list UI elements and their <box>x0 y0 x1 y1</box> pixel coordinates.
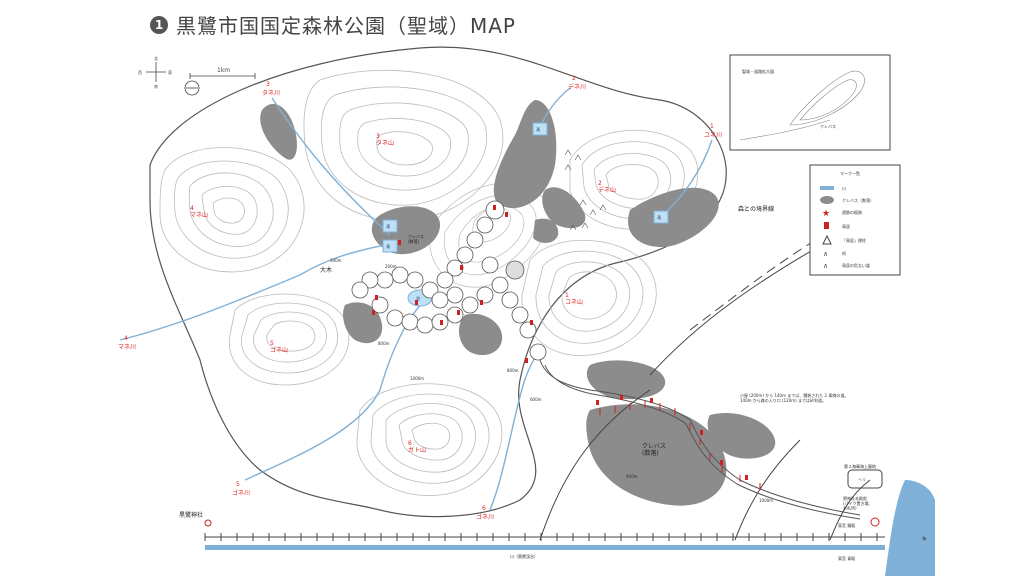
tane-river-label-num: 3 <box>266 81 270 88</box>
elev-300: 300m <box>330 258 342 263</box>
main-gate-note: 鷺神社本殿前(パイク置き場、お札所) <box>843 495 872 511</box>
tane-river <box>271 97 391 236</box>
legend-cliff-icon: ∧ <box>823 262 828 270</box>
gone-river-label-num: 5 <box>236 481 240 488</box>
river-bottom-label: 川（黒鷺渓谷） <box>510 553 538 559</box>
kone-contours <box>521 239 657 356</box>
bottom-river <box>205 545 885 550</box>
legend-warning-icon <box>822 234 832 245</box>
crevasse-small-label: クレバス(数落) <box>408 233 424 244</box>
legend-item-4: 「鳥居」標柱 <box>842 237 866 243</box>
compass-n: 北 <box>154 55 158 61</box>
ike-label: 池 <box>416 295 420 301</box>
gone2-river-label: ゴネ川 <box>476 513 494 521</box>
elev-800b: 800m <box>507 368 519 373</box>
taiboku-label: 大木 <box>320 266 332 274</box>
elev-800: 800m <box>378 341 390 346</box>
crevasse-areas <box>260 100 776 506</box>
legend-river-swatch <box>820 186 834 190</box>
gone-contours <box>228 293 350 386</box>
elev-1000b: 1000m <box>759 498 773 503</box>
dene-river-label: デネ川 <box>568 83 586 91</box>
taki-label-4: 滝 <box>386 243 390 249</box>
route-note: 小屋 (200m) から 140m までは、舗装された 2 車線の道。140m … <box>740 392 848 403</box>
legend-star-icon: ★ <box>822 209 830 219</box>
mane-river-label-num: 4 <box>124 335 128 342</box>
legend-item-2: 遺跡の痕跡 <box>842 209 862 215</box>
legend-shrine-icon: ∧ <box>823 250 828 258</box>
compass-e: 東 <box>168 69 172 75</box>
inset-map <box>739 70 865 141</box>
elev-200: 200m <box>385 264 397 269</box>
road <box>539 359 861 520</box>
taki-label-3: 滝 <box>386 223 390 229</box>
inset-title: 聖域・道路拡大図 <box>742 68 774 74</box>
cemetery-label: 第２海軍海上墓地 <box>844 463 876 469</box>
compass-w: 西 <box>138 70 142 75</box>
map-title: 1 黒鷺市国国定森林公園（聖域）MAP <box>150 10 516 39</box>
legend-item-0: 川 <box>842 186 846 191</box>
trail-circles <box>351 200 547 361</box>
red-markers <box>372 205 748 480</box>
elev-1000: 1000m <box>410 376 424 381</box>
gone-river <box>244 299 426 481</box>
mane-river-label: マネ川 <box>118 344 136 351</box>
inset-box <box>729 54 891 151</box>
gate-marker <box>870 517 880 527</box>
sea-label: 海 <box>922 535 926 541</box>
shrine-label: 黒鷺神社 <box>179 511 203 519</box>
elev-600: 600m <box>530 397 542 402</box>
inset-label: クレバス <box>820 123 836 129</box>
yune-river-label: ユネ川 <box>704 132 722 139</box>
tane-river-label: タネ川 <box>262 89 280 97</box>
legend-box <box>809 164 901 276</box>
scale-label: 1km <box>217 67 230 74</box>
east-gate-note: 東宮 鏡殿 <box>838 522 855 528</box>
yune-river-label-num: 1 <box>710 123 714 130</box>
peak-markers <box>564 149 607 231</box>
compass <box>146 62 256 96</box>
fence-stakes <box>599 401 761 490</box>
taki-label-2: 滝 <box>657 214 661 220</box>
gato-contours <box>356 383 503 496</box>
heli-pad <box>847 469 883 489</box>
crevasse-label: クレバス(数落) <box>642 443 666 457</box>
ruler-ticks <box>204 533 878 541</box>
mane-river <box>119 244 386 341</box>
sea <box>885 480 935 576</box>
elev-900: 900m <box>626 474 638 479</box>
gone2-river <box>489 349 541 511</box>
legend-torii-icon <box>824 222 829 229</box>
title-text: 黒鷺市国国定森林公園（聖域）MAP <box>176 14 516 38</box>
shrine-marker <box>204 519 212 527</box>
park-boundary <box>149 46 727 518</box>
forest-border-label: 森との境界線 <box>738 205 774 213</box>
compass-s: 南 <box>154 83 158 89</box>
legend-crevasse-swatch <box>820 196 834 204</box>
legend-item-5: 祠 <box>842 250 846 256</box>
legend-item-1: クレバス（数落） <box>842 197 874 203</box>
heli-label: ヘリ <box>858 477 866 482</box>
title-number-badge: 1 <box>150 15 168 34</box>
tane-contours <box>303 69 504 221</box>
legend-item-3: 鳥居 <box>842 223 850 229</box>
dene-river-label-num: 2 <box>572 75 576 82</box>
legend-title: マーク一覧 <box>840 170 860 176</box>
taki-label-1: 滝 <box>536 126 540 132</box>
mane-contours <box>159 147 305 273</box>
gone2-river-label-num: 6 <box>482 505 486 512</box>
green-gate-note: 東宮 青殿 <box>838 555 855 561</box>
gone-river-label: ゴネ川 <box>232 489 250 497</box>
legend-item-6: 鳥居の危ない崖 <box>842 262 870 268</box>
